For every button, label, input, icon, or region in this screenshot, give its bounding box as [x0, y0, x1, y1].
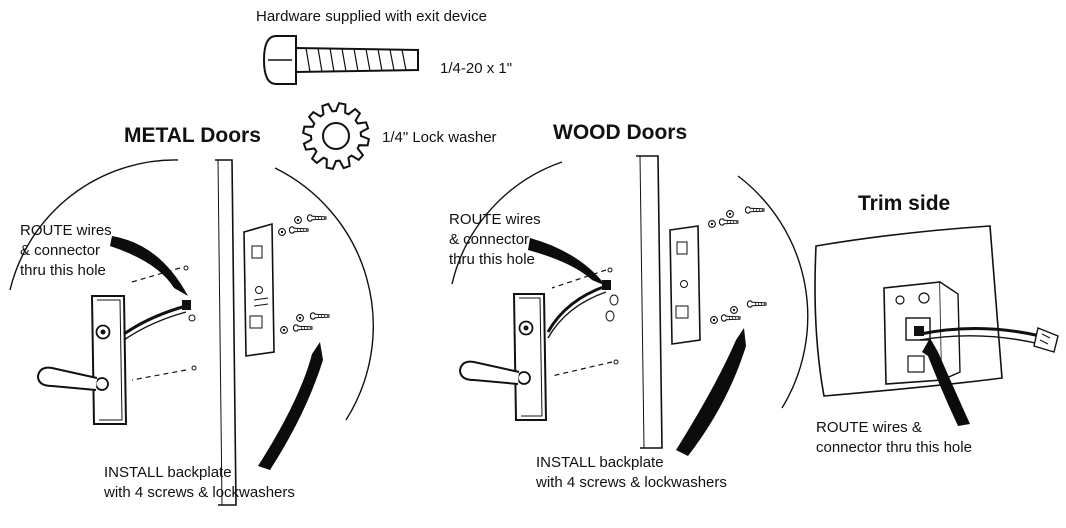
wood-door-illustration: [451, 155, 809, 449]
metal-door-illustration: [9, 159, 374, 506]
install-arrow-wood: [676, 328, 746, 456]
trim-route-note: ROUTE wires & connector thru this hole: [816, 419, 972, 456]
metal-route-note: ROUTE wires & connector thru this hole: [20, 222, 112, 279]
trim-side-heading: Trim side: [858, 192, 951, 215]
screw-icon: [262, 35, 419, 85]
metal-doors-heading: METAL Doors: [124, 124, 261, 147]
wood-route-note: ROUTE wires & connector thru this hole: [449, 211, 541, 268]
metal-install-note: INSTALL backplate with 4 screws & lockwa…: [104, 464, 295, 501]
route-arrow-metal: [110, 236, 188, 296]
wood-doors-heading: WOOD Doors: [553, 121, 688, 144]
install-arrow-metal: [258, 342, 323, 470]
washer-label: 1/4" Lock washer: [382, 129, 497, 146]
wood-install-note: INSTALL backplate with 4 screws & lockwa…: [536, 454, 727, 491]
route-arrow-trim: [922, 338, 970, 426]
hardware-title: Hardware supplied with exit device: [256, 8, 487, 25]
trim-side-illustration: [814, 225, 1059, 397]
route-arrow-wood: [528, 238, 606, 286]
lock-washer-icon: [301, 101, 371, 171]
screw-label: 1/4-20 x 1": [440, 60, 513, 77]
